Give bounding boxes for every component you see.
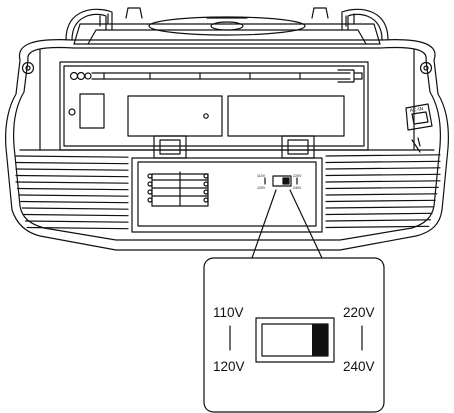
grille-slat	[325, 160, 441, 164]
grille-slat	[25, 220, 129, 223]
battery-door	[68, 93, 345, 137]
small-label-240v: 240V	[293, 186, 302, 190]
grille-slat	[325, 167, 441, 170]
grille-slat	[325, 199, 436, 203]
label-240v: 240V	[343, 359, 375, 374]
cabinet-feet	[153, 135, 315, 159]
grille-slat	[26, 226, 129, 230]
grille-slat	[15, 181, 129, 184]
grille-slat	[325, 212, 433, 216]
grille-slat	[325, 219, 431, 222]
small-label-220v: 220V	[293, 174, 302, 178]
back-panel	[59, 61, 369, 151]
grille-slat	[325, 173, 441, 177]
grille-slat	[18, 194, 129, 197]
label-120v: 120V	[213, 359, 245, 374]
grille-slat	[325, 225, 430, 229]
label-110v: 110V	[213, 305, 244, 320]
grille-slat	[325, 186, 439, 190]
ac-in-label: AC-IN	[409, 106, 424, 114]
grille-slat	[20, 200, 129, 204]
left-speaker-grille	[15, 155, 129, 230]
large-voltage-switch	[229, 317, 363, 363]
grille-slat	[15, 168, 129, 171]
radio-cabinet	[5, 39, 449, 251]
grille-slat	[15, 155, 129, 158]
carry-handle	[65, 7, 389, 41]
zoom-leader-lines	[251, 189, 323, 259]
telescopic-antenna	[69, 69, 363, 83]
label-220v: 220V	[343, 305, 375, 320]
grille-slat	[15, 174, 129, 178]
callout-labels: 110V 120V 220V 240V	[213, 305, 375, 374]
ac-input-jack	[405, 103, 433, 153]
grille-slat	[325, 180, 441, 183]
small-voltage-switch	[264, 175, 298, 187]
battery-terminals	[147, 171, 209, 207]
grille-slat	[15, 161, 129, 165]
grille-slat	[21, 207, 129, 210]
grille-slat	[23, 213, 129, 217]
zoom-callout-box	[203, 257, 385, 413]
grille-slat	[325, 206, 435, 209]
grille-slat	[325, 193, 438, 196]
right-speaker-grille	[325, 154, 441, 229]
small-switch-labels: 110V 120V 220V 240V	[257, 174, 302, 190]
small-label-120v: 120V	[257, 186, 266, 190]
bottom-recess-panel	[131, 157, 323, 233]
small-label-110v: 110V	[257, 174, 266, 178]
cd-lid	[73, 16, 381, 45]
grille-slat	[325, 154, 441, 157]
grille-slat	[17, 187, 129, 191]
